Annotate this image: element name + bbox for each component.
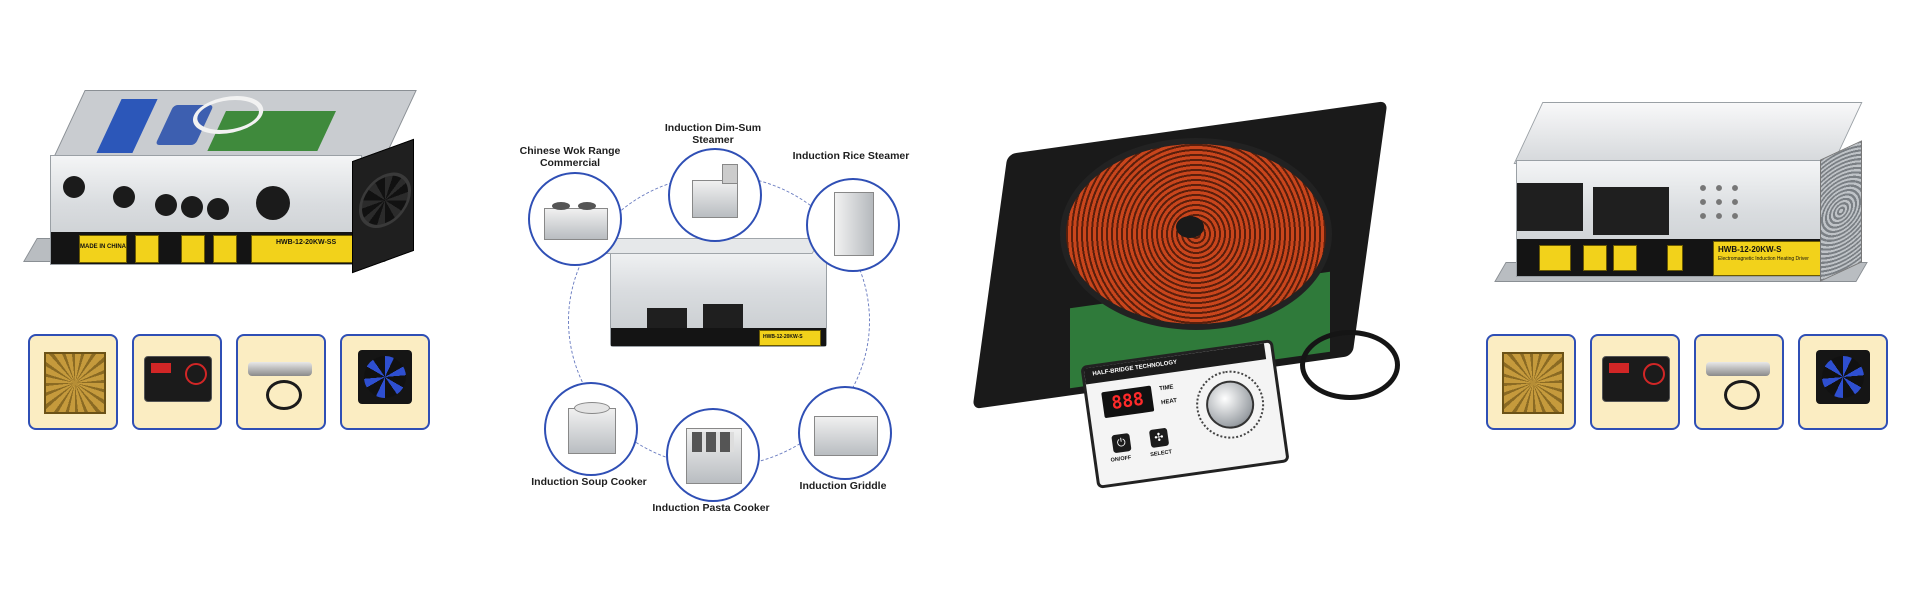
- led-display: 888: [1101, 385, 1155, 419]
- fan-housing: [352, 138, 414, 274]
- cable-gland: [113, 186, 135, 208]
- cable-gland: [181, 196, 203, 218]
- center-label-band: HWB-12-20KW-S: [611, 328, 826, 346]
- control-panel: HALF-BRIDGE TECHNOLOGY 888 TIME HEAT ⏻ O…: [1080, 339, 1290, 489]
- made-in-text: MADE IN CHINA: [80, 244, 126, 250]
- panel-open-driver: MADE IN CHINA HWB-12-20KW-SS: [20, 0, 440, 600]
- control-display-icon: [144, 356, 212, 402]
- thumb-cooling-fan: [340, 334, 430, 430]
- app-label-rice: Induction Rice Steamer: [792, 150, 910, 162]
- warning-badge: [135, 235, 159, 263]
- app-circle-rice: [806, 178, 900, 272]
- center-driver-box: HWB-12-20KW-S: [610, 245, 827, 347]
- sensor-probe-icon: [248, 362, 312, 376]
- heat-label: HEAT: [1160, 398, 1178, 407]
- cooling-fan-icon: [1816, 350, 1870, 404]
- brand-badge: [1539, 245, 1571, 271]
- power-button[interactable]: ⏻: [1111, 432, 1132, 454]
- ground-badge: [1583, 245, 1607, 271]
- thumb-sensor-probe: [236, 334, 326, 430]
- rice-steamer-icon: [834, 192, 874, 256]
- ground-badge: [213, 235, 237, 263]
- center-model-plate: HWB-12-20KW-S: [759, 330, 821, 346]
- thumb-sensor-probe: [1694, 334, 1784, 430]
- thumb-cooling-fan: [1798, 334, 1888, 430]
- app-label-soup: Induction Soup Cooker: [531, 476, 647, 488]
- cable-gland: [155, 194, 177, 216]
- knob-led-ring: [1191, 366, 1269, 444]
- display-readout: 888: [1110, 388, 1146, 415]
- select-label: SELECT: [1149, 449, 1173, 459]
- soup-cooker-icon: [568, 408, 616, 454]
- model-text: HWB-12-20KW-SS: [276, 239, 337, 246]
- label-band: HWB-12-20KW-S Electromagnetic Induction …: [1517, 239, 1827, 276]
- panel-closed-driver: HWB-12-20KW-S Electromagnetic Induction …: [1480, 0, 1900, 600]
- fan-grille: [1820, 140, 1862, 282]
- model-plate: HWB-12-20KW-S Electromagnetic Induction …: [1713, 241, 1823, 276]
- connector-block: [1593, 187, 1669, 235]
- app-circle-pasta: [666, 408, 760, 502]
- center-model-text: HWB-12-20KW-S: [763, 334, 803, 340]
- fan-mode-icon: ✣: [1153, 431, 1165, 445]
- app-circle-dimsum: [668, 148, 762, 242]
- app-circle-soup: [544, 382, 638, 476]
- app-label-pasta: Induction Pasta Cooker: [652, 502, 770, 514]
- wok-range-icon: [544, 208, 608, 240]
- cable-gland: [63, 176, 85, 198]
- box-front: HWB-12-20KW-S Electromagnetic Induction …: [1516, 160, 1828, 277]
- warning-badge: [1667, 245, 1683, 271]
- induction-coil-icon: [44, 352, 106, 414]
- connector-block: [1517, 183, 1583, 231]
- box-top: [1513, 102, 1863, 164]
- power-icon: ⏻: [1116, 436, 1127, 450]
- box-front: MADE IN CHINA HWB-12-20KW-SS: [50, 155, 362, 265]
- app-circle-griddle: [798, 386, 892, 480]
- box-interior: [51, 90, 417, 162]
- thumb-induction-coil: [28, 334, 118, 430]
- electric-hazard-badge: [1613, 245, 1637, 271]
- app-label-dimsum: Induction Dim-Sum Steamer: [664, 122, 762, 146]
- dimsum-steamer-icon: [692, 180, 738, 218]
- griddle-icon: [814, 416, 878, 456]
- induction-coil-icon: [1060, 138, 1332, 330]
- warning-label-band: MADE IN CHINA HWB-12-20KW-SS: [51, 232, 361, 264]
- thumb-control-display: [132, 334, 222, 430]
- time-label: TIME: [1158, 384, 1174, 393]
- electric-hazard-badge: [181, 235, 205, 263]
- onoff-label: ON/OFF: [1110, 454, 1132, 464]
- cable-gland: [207, 198, 229, 220]
- induction-coil-icon: [1502, 352, 1564, 414]
- relay-block: [96, 99, 158, 153]
- model-text: HWB-12-20KW-S: [1718, 245, 1782, 254]
- fan-icon: [359, 164, 411, 236]
- app-circle-wok: [528, 172, 622, 266]
- sensor-probe-icon: [1706, 362, 1770, 376]
- panel-induction-coil: HALF-BRIDGE TECHNOLOGY 888 TIME HEAT ⏻ O…: [970, 0, 1430, 600]
- cable-gland-large: [256, 186, 290, 220]
- model-plate: HWB-12-20KW-SS: [251, 235, 357, 263]
- made-in-badge: MADE IN CHINA: [79, 235, 127, 263]
- power-cable: [1300, 330, 1400, 400]
- subtitle-text: Electromagnetic Induction Heating Driver: [1718, 256, 1809, 262]
- thumb-induction-coil: [1486, 334, 1576, 430]
- select-button[interactable]: ✣: [1148, 427, 1170, 449]
- app-label-wok: Chinese Wok Range Commercial: [519, 145, 621, 169]
- panel-applications: HWB-12-20KW-S Chinese Wok Range Commerci…: [500, 0, 940, 600]
- thumb-control-display: [1590, 334, 1680, 430]
- cooling-fan-icon: [358, 350, 412, 404]
- app-label-griddle: Induction Griddle: [799, 480, 887, 492]
- fitting-grid: [1695, 181, 1745, 221]
- control-display-icon: [1602, 356, 1670, 402]
